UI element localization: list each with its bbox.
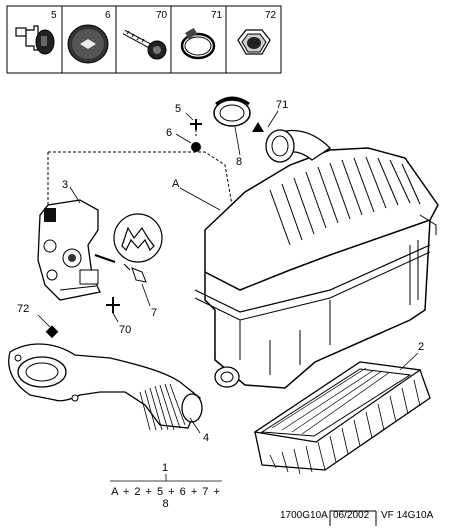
hex-nut-icon — [237, 29, 271, 55]
callout-7: 7 — [151, 307, 157, 319]
footer-frame — [329, 510, 377, 526]
screw-icon — [122, 29, 167, 60]
callout-6: 6 — [166, 127, 172, 139]
header-ref-6: 6 — [105, 10, 111, 21]
nut-72 — [45, 325, 59, 339]
callout-72: 72 — [17, 303, 29, 315]
callout-2: 2 — [418, 341, 424, 353]
callout-a: A — [172, 178, 180, 190]
callout-3: 3 — [62, 179, 68, 191]
bracket-3 — [37, 199, 116, 301]
callout-70: 70 — [119, 324, 131, 336]
main-drawing: 5 6 8 71 A 3 7 72 70 2 4 1 — [8, 96, 439, 482]
footer-codes: 1700G10A 06/2002 VF 14G10A — [280, 510, 446, 526]
header-parts-strip: 5 6 70 71 72 — [6, 5, 282, 74]
clamp-marker-71 — [252, 122, 264, 132]
filter-element-2 — [253, 361, 431, 475]
intake-duct-4 — [8, 343, 203, 431]
callout-4: 4 — [203, 432, 209, 444]
kit-formula: A + 2 + 5 + 6 + 7 + 8 — [111, 486, 221, 510]
footer-ref: VF 14G10A — [381, 510, 434, 521]
push-clip-icon — [15, 25, 55, 55]
callout-8: 8 — [236, 156, 242, 168]
screw-70 — [106, 297, 120, 313]
air-box-a — [194, 129, 439, 389]
grommet-6 — [191, 142, 201, 152]
grommet-icon — [67, 24, 109, 64]
clip-7 — [113, 213, 163, 283]
sealing-ring-8 — [213, 96, 251, 127]
callout-71: 71 — [276, 99, 288, 111]
pin-5 — [190, 119, 202, 130]
header-ref-5: 5 — [51, 10, 57, 21]
footer-date: 06/2002 — [333, 510, 370, 521]
callout-1: 1 — [162, 462, 168, 474]
header-ref-71: 71 — [211, 10, 223, 21]
footer-code: 1700G10A — [280, 510, 328, 521]
header-ref-72: 72 — [265, 10, 277, 21]
callout-5: 5 — [175, 103, 181, 115]
hose-clamp-icon — [180, 27, 216, 60]
header-ref-70: 70 — [156, 10, 168, 21]
